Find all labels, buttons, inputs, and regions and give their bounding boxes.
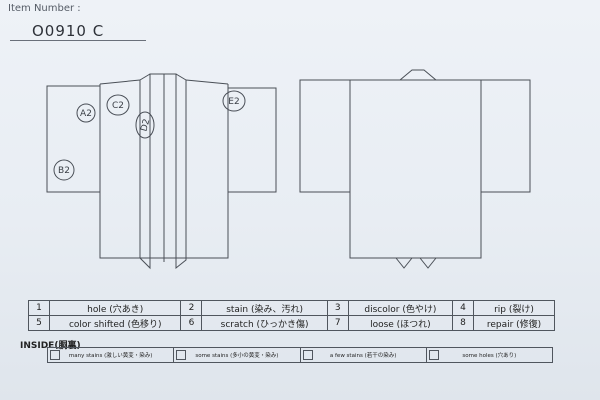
- legend-num: 1: [28, 300, 50, 316]
- mark-label-a2: A2: [80, 109, 92, 119]
- checkbox-icon[interactable]: [50, 350, 60, 360]
- legend-num: 4: [451, 300, 474, 316]
- inside-option-label: a few stains (若干の染み): [329, 353, 397, 359]
- mark-label-e2: E2: [228, 97, 239, 107]
- front-right-sleeve: [228, 87, 277, 193]
- inside-option-label: some stains (多小の黄変・染み): [195, 353, 279, 359]
- inside-options-row: many stains (激しい黄変・染み) some stains (多小の黄…: [47, 347, 553, 363]
- inside-option-many-stains[interactable]: many stains (激しい黄変・染み): [48, 348, 175, 362]
- legend-label: repair (修復): [472, 315, 556, 331]
- legend-label: rip (裂け): [472, 300, 556, 316]
- inside-option-some-holes[interactable]: some holes (穴あり): [427, 348, 552, 362]
- legend-label: scratch (ひっかき傷): [201, 315, 328, 331]
- inside-option-some-stains[interactable]: some stains (多小の黄変・染み): [174, 348, 301, 362]
- legend-num: 6: [180, 315, 203, 331]
- inside-option-label: many stains (激しい黄変・染み): [68, 353, 153, 359]
- front-left-collar: [139, 73, 165, 270]
- checkbox-icon[interactable]: [176, 350, 187, 360]
- back-body: [349, 80, 482, 259]
- legend-label: hole (穴あき): [48, 300, 182, 316]
- back-hem-tab-left: [395, 257, 413, 269]
- mark-circle-d2: [135, 111, 155, 139]
- legend-row: 5 color shifted (色移り) 6 scratch (ひっかき傷) …: [28, 315, 556, 331]
- legend-label: stain (染み、汚れ): [201, 300, 328, 316]
- legend-row: 1 hole (穴あき) 2 stain (染み、汚れ) 3 discolor …: [28, 300, 556, 316]
- mark-label-c2: C2: [112, 101, 124, 111]
- back-view: [299, 69, 531, 269]
- inside-title: INSIDE(胴裏): [20, 341, 81, 351]
- back-collar: [350, 69, 481, 81]
- front-view: [46, 73, 277, 270]
- legend-label: discolor (色やけ): [347, 300, 453, 316]
- garment-diagram: A2 C2 D2 E2 B2: [46, 69, 531, 270]
- legend-num: 8: [451, 315, 474, 331]
- item-number-label: Item Number :: [8, 3, 81, 14]
- legend-num: 2: [180, 300, 203, 316]
- damage-legend-table: 1 hole (穴あき) 2 stain (染み、汚れ) 3 discolor …: [28, 300, 556, 331]
- back-left-sleeve: [299, 79, 350, 193]
- legend-label: color shifted (色移り): [48, 315, 182, 331]
- mark-circle-e2: [222, 90, 246, 112]
- mark-label-b2: B2: [58, 166, 70, 176]
- mark-circle-b2: [53, 159, 75, 181]
- back-hem-tab-right: [419, 257, 437, 269]
- mark-circle-a2: [76, 103, 96, 123]
- inside-option-few-stains[interactable]: a few stains (若干の染み): [301, 348, 427, 362]
- checkbox-icon[interactable]: [428, 350, 439, 360]
- legend-label: loose (ほつれ): [347, 315, 453, 331]
- front-right-collar: [164, 73, 187, 270]
- item-number-underline: [10, 40, 146, 41]
- item-number-value: O0910 C: [32, 22, 105, 40]
- back-right-sleeve: [481, 79, 531, 193]
- legend-num: 5: [28, 315, 50, 331]
- mark-label-d2: D2: [139, 118, 152, 133]
- legend-num: 3: [326, 300, 349, 316]
- legend-num: 7: [326, 315, 349, 331]
- inside-option-label: some holes (穴あり): [462, 353, 517, 359]
- checkbox-icon[interactable]: [302, 350, 313, 360]
- mark-circle-c2: [106, 94, 130, 116]
- front-left-sleeve: [46, 85, 100, 193]
